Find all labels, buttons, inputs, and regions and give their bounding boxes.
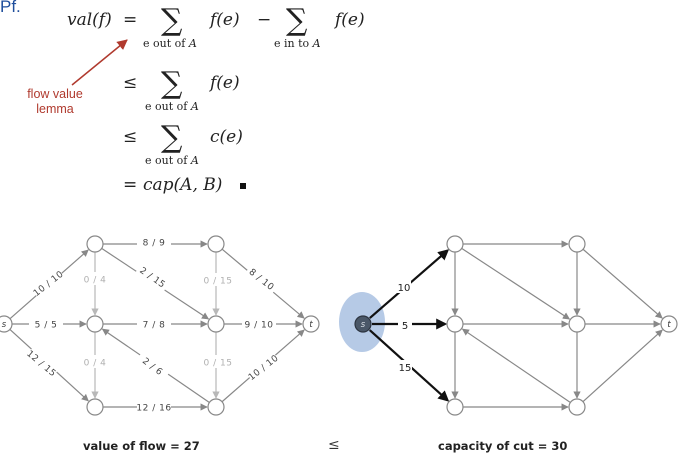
cut-node-n6 <box>568 398 586 416</box>
proof-label: Pf. <box>0 0 21 16</box>
sum-symbol: ∑ <box>286 3 308 38</box>
cut-edge-capacity: 15 <box>399 363 412 374</box>
sum-symbol: ∑ <box>161 120 183 155</box>
cut-node-n1 <box>446 235 464 253</box>
edge-label-bg <box>245 351 281 383</box>
flow-node-n4 <box>207 235 225 253</box>
cut-network: 10 5 15 s t <box>339 235 678 416</box>
cut-capacity-caption: capacity of cut = 30 <box>438 439 568 453</box>
cut-edge-n6-t <box>582 329 663 403</box>
line3-subscript: e out of A <box>145 154 199 167</box>
edge-label-bg <box>78 355 112 368</box>
edge-label-bg <box>29 317 63 330</box>
flow-node-s <box>0 315 13 333</box>
qed-mark <box>240 183 246 189</box>
edge-label-bg <box>137 235 171 248</box>
edge-label-bg <box>201 273 235 286</box>
cap-expression: cap(A, B) <box>143 175 223 195</box>
minus-sign: − <box>257 10 272 30</box>
flow-node-n6 <box>207 398 225 416</box>
cut-edge-n6-n2 <box>461 328 571 403</box>
cut-node-label: t <box>667 320 671 330</box>
line2-leq: ≤ <box>123 73 138 93</box>
line3-leq: ≤ <box>123 127 138 147</box>
line3-term: c(e) <box>210 127 243 147</box>
flow-node-label: t <box>309 320 313 330</box>
flow-node-n5 <box>207 315 225 333</box>
cut-label-bg <box>398 360 412 373</box>
sum1-subscript: e out of A <box>143 37 197 50</box>
cut-node-t <box>660 315 678 333</box>
line1-equals: = <box>123 10 138 30</box>
flow-edge-label: 0 / 15 <box>204 359 233 369</box>
flow-node-n2 <box>86 315 104 333</box>
edge-label-bg <box>137 400 171 413</box>
flow-value-lemma-annotation: flow value lemma <box>27 87 83 116</box>
line2-subscript: e out of A <box>145 100 199 113</box>
sum-symbol: ∑ <box>161 66 183 101</box>
cut-label-bg <box>397 280 411 293</box>
flow-node-t <box>302 315 320 333</box>
flow-node-n3 <box>86 398 104 416</box>
edge-label-bg <box>137 317 171 330</box>
edge-label-bg <box>135 261 171 292</box>
flow-edge-label: 9 / 10 <box>245 321 274 331</box>
edge-label-bg <box>244 263 280 295</box>
cut-node-n3 <box>446 398 464 416</box>
line2-term: f(e) <box>210 73 240 93</box>
flow-edge-label: 0 / 4 <box>84 276 107 286</box>
flow-node-n1 <box>86 235 104 253</box>
flow-network: 10 / 105 / 512 / 158 / 92 / 150 / 40 / 4… <box>0 235 320 416</box>
cut-node-label: s <box>361 320 366 330</box>
cut-edge-capacity: 10 <box>398 283 411 294</box>
sum2-subscript: e in to A <box>274 37 321 50</box>
cut-node-s <box>354 315 372 333</box>
edge-label-bg <box>30 267 66 299</box>
line4-equals: = <box>123 175 138 195</box>
flow-edge-label: 12 / 16 <box>136 404 171 414</box>
sum1-term: f(e) <box>210 10 240 30</box>
flow-edge-label: 8 / 9 <box>143 239 166 249</box>
cut-label-bg <box>398 318 412 331</box>
cut-node-n5 <box>568 315 586 333</box>
edge-label-bg <box>25 346 60 379</box>
cut-edge-n4-t <box>582 248 663 319</box>
flow-node-label: s <box>2 320 7 330</box>
flow-value-caption: value of flow = 27 <box>83 439 200 453</box>
annotation-arrow <box>71 39 128 86</box>
flow-edge-label: 7 / 8 <box>143 321 166 331</box>
sum2-term: f(e) <box>335 10 365 30</box>
flow-edge-label: 5 / 5 <box>35 321 58 331</box>
cut-node-n2 <box>446 315 464 333</box>
cut-edge-capacity: 5 <box>402 321 408 332</box>
edge-label-bg <box>201 355 235 368</box>
leq-symbol: ≤ <box>328 437 340 453</box>
val-f: val(f) <box>67 10 112 30</box>
edge-label-bg <box>135 350 171 382</box>
cut-node-n4 <box>568 235 586 253</box>
cut-edge-n1-n5 <box>461 247 571 320</box>
flow-edge-label: 0 / 4 <box>84 359 107 369</box>
flow-edge-label: 0 / 15 <box>204 277 233 287</box>
sum-symbol: ∑ <box>161 3 183 38</box>
edge-label-bg <box>242 317 276 330</box>
edge-label-bg <box>78 272 112 285</box>
